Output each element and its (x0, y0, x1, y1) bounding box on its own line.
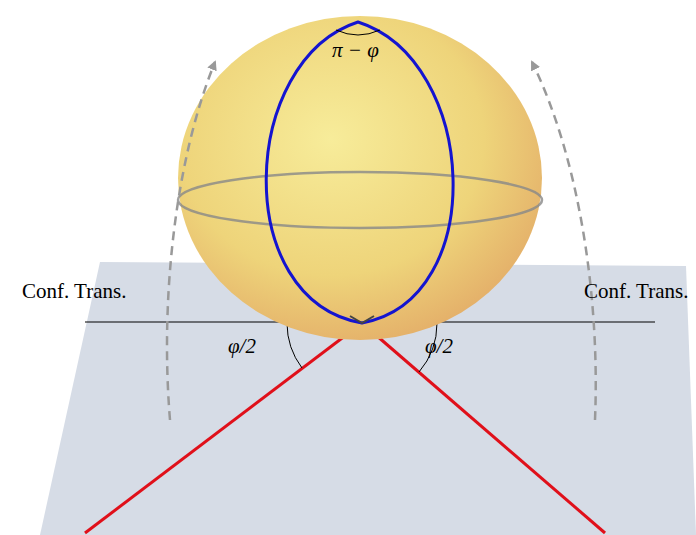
angle-arc (336, 30, 380, 35)
red-ray (85, 323, 362, 533)
transform-label: Conf. Trans. (584, 281, 688, 302)
lens-curve (266, 22, 453, 323)
equator (178, 172, 542, 228)
dashed-arrow (532, 62, 596, 420)
angle-label: φ/2 (425, 336, 453, 357)
angle-label: φ/2 (228, 336, 256, 357)
angle-label: π − φ (332, 40, 379, 61)
red-ray (362, 323, 605, 533)
dashed-arrow (167, 62, 215, 420)
sphere (178, 16, 542, 340)
transform-label: Conf. Trans. (22, 281, 126, 302)
vertex (350, 316, 374, 323)
